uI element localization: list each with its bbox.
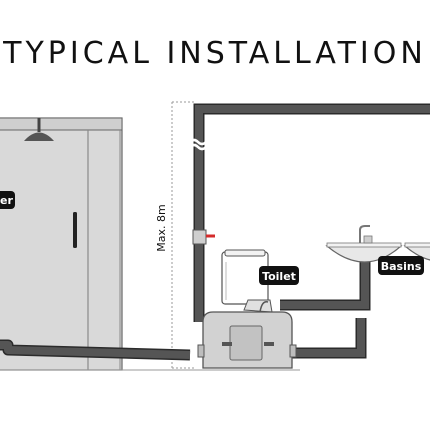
toilet-label-text: Toilet bbox=[262, 270, 296, 283]
side-inlet-pipe bbox=[290, 318, 367, 359]
discharge-pipe bbox=[193, 103, 430, 322]
toilet-label: Toilet bbox=[259, 266, 299, 285]
shower-cabin bbox=[0, 117, 123, 371]
shower-drain-pipe bbox=[0, 339, 191, 361]
shower-label-text: er bbox=[0, 194, 13, 207]
basins-label: Basins bbox=[378, 256, 424, 275]
macerator-pump bbox=[197, 311, 297, 369]
max-height-label: Max. 8m bbox=[155, 204, 168, 251]
shower-head-icon bbox=[24, 118, 54, 141]
basins-label-text: Basins bbox=[381, 260, 422, 273]
shower-label: er bbox=[0, 191, 15, 209]
height-marker bbox=[171, 101, 196, 369]
diagram-title: TYPICAL INSTALLATION bbox=[3, 36, 427, 71]
toilet-connector bbox=[243, 299, 273, 313]
pipe-break-icon bbox=[189, 138, 207, 151]
basin-drain-pipe bbox=[280, 262, 371, 311]
toilet-cistern bbox=[221, 249, 269, 305]
door-handle bbox=[73, 212, 77, 248]
basin-right bbox=[403, 242, 430, 261]
valve-icon bbox=[192, 229, 215, 245]
